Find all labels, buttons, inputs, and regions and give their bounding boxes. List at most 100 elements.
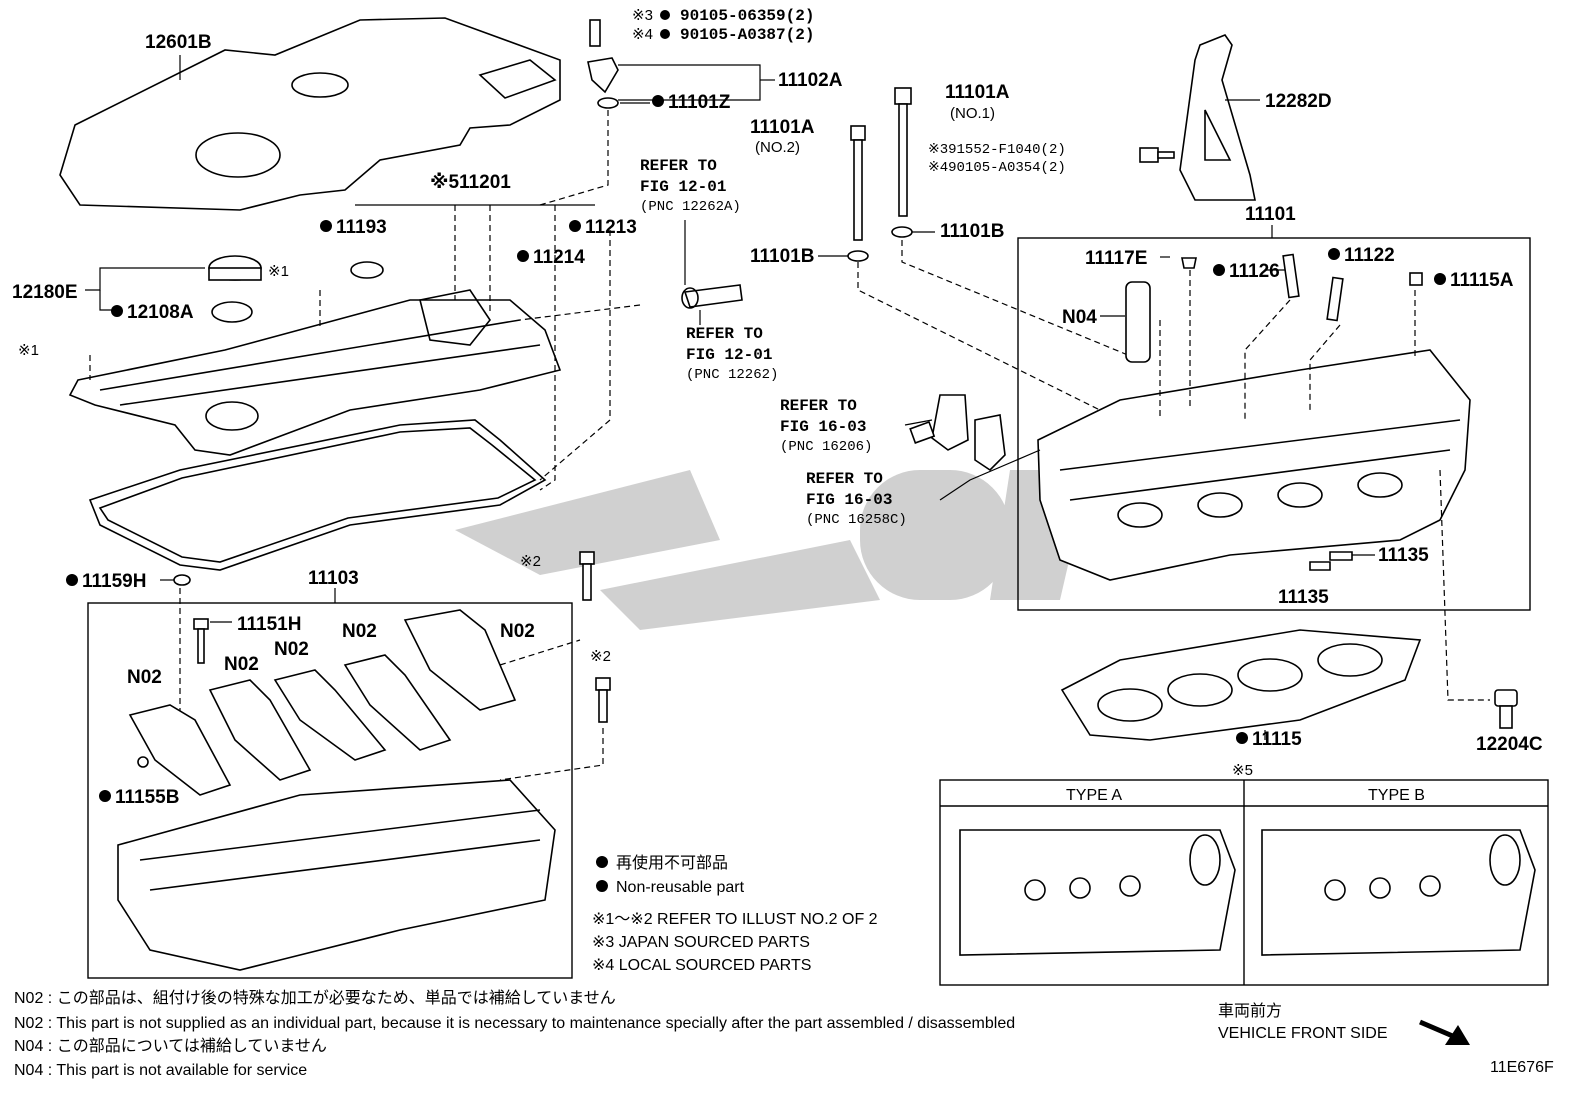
nonreusable-dot [1213,264,1225,276]
camshaft-housing-frame [87,602,573,979]
vehicle-front-en: VEHICLE FRONT SIDE [1218,1025,1388,1042]
legend-ref12: ※1～※2 REFER TO ILLUST NO.2 OF 2 [592,911,878,928]
label-90105-a0387: 90105-A0387(2) [680,26,814,44]
nonreusable-dot [1328,248,1340,260]
nonreusable-dot [111,305,123,317]
label-11101z: 11101Z [668,92,731,113]
label-11213: 11213 [585,217,637,238]
nonreusable-dot [1236,732,1248,744]
footnote-n04-jp: N04 : この部品については補給していません [14,1037,327,1055]
cylinder-head-cover-part [68,289,562,456]
head-cover-type-b [1261,829,1536,956]
nonreusable-dot [320,220,332,232]
label-11214: 11214 [533,247,585,268]
head-gasket-part [1060,629,1422,741]
refer1-line2: FIG 12-01 [640,178,726,196]
label-12282d: 12282D [1265,91,1332,112]
label-11155b: 11155B [115,787,179,808]
label-type-b: TYPE B [1368,787,1425,804]
head-bolt-no2-part [847,125,869,262]
watermark-logo [455,470,1090,630]
refer1-line1: REFER TO [640,157,717,175]
refer2-line1: REFER TO [686,325,763,343]
label-12108a: 12108A [127,302,194,323]
clip-bracket-part [539,19,775,206]
head-cover-gasket-part [88,419,547,571]
refer3-line1: REFER TO [780,397,857,415]
nonreusable-dot [1434,273,1446,285]
refer1-line3: (PNC 12262A) [640,199,741,215]
plug-11155b-part [137,756,149,768]
label-n02-a: N02 [127,667,162,688]
label-91552: ※391552-F1040(2) [928,142,1066,158]
label-note1a: ※1 [268,263,289,280]
label-11101: 11101 [1245,204,1296,225]
nonreusable-dot [652,95,664,107]
oil-filler-cap-part [208,255,384,323]
label-note5: ※5 [1232,762,1253,779]
label-11115: 11115 [1252,729,1302,750]
refer3-line2: FIG 16-03 [780,418,866,436]
label-no2: (NO.2) [755,139,800,156]
label-11135-a: 11135 [1378,545,1429,566]
label-n02-b: N02 [224,654,259,675]
legend-nonreusable-jp: 再使用不可部品 [616,854,728,872]
camshaft-housing-part [117,779,556,971]
label-type-a: TYPE A [1066,787,1122,804]
label-n04: N04 [1062,307,1097,328]
label-n02-c: N02 [274,639,309,660]
hanger-bolt-part [1139,147,1175,163]
refer2-line3: (PNC 12262) [686,367,778,383]
label-12180e: 12180E [12,282,78,303]
refer4-line1: REFER TO [806,470,883,488]
bearing-cap-parts [128,609,517,796]
label-11115a: 11115A [1450,270,1514,291]
label-note2b: ※2 [590,648,611,665]
footnote-n02-jp: N02 : この部品は、組付け後の特殊な加工が必要なため、単品では補給していませ… [14,989,616,1007]
label-90105-06359: 90105-06359(2) [680,7,814,25]
label-n02-e: N02 [500,621,535,642]
pin-11126-part [1282,253,1300,299]
legend-ref3: ※3 JAPAN SOURCED PARTS [592,934,810,951]
head-cover-type-a [959,829,1236,956]
label-11126: 11126 [1229,261,1280,282]
label-11122: 11122 [1344,245,1395,266]
bolt-note2-part [579,551,611,723]
engine-hanger-part [1179,34,1260,201]
legend-dot-jp [596,856,608,868]
label-note3: ※3 [632,7,653,24]
front-direction-arrow-icon [1419,1019,1470,1045]
refer3-line3: (PNC 16206) [780,439,872,455]
nonreusable-dot [517,250,529,262]
legend-ref4: ※4 LOCAL SOURCED PARTS [592,957,811,974]
label-12601b: 12601B [145,32,212,53]
vehicle-front-jp: 車両前方 [1218,1002,1282,1020]
label-11135-b: 11135 [1278,587,1329,608]
label-11201: ※511201 [430,172,511,193]
label-11101a-no2: 11101A [750,117,815,138]
label-11159h: 11159H [82,571,146,592]
head-bolt-no1-part [891,87,913,238]
label-n02-d: N02 [342,621,377,642]
nonreusable-dot [99,790,111,802]
refer4-line2: FIG 16-03 [806,491,892,509]
water-outlet-part [904,394,1041,501]
nonreusable-dot [569,220,581,232]
legend-nonreusable-en: Non-reusable part [616,879,745,896]
engine-cover-part [59,17,561,211]
figure-code: 11E676F [1490,1059,1554,1076]
refer2-line2: FIG 12-01 [686,346,772,364]
cylinder-head-frame [1017,237,1531,611]
label-no1: (NO.1) [950,105,995,122]
label-11193: 11193 [336,217,387,238]
label-12204c: 12204C [1476,734,1543,755]
cylinder-head-part [1037,349,1471,581]
label-11103: 11103 [308,568,359,589]
pin-11115a-part [1409,272,1423,286]
label-11102a: 11102A [778,70,843,91]
stud-12204c-part [1494,689,1518,729]
footnote-n04-en: N04 : This part is not available for ser… [14,1062,307,1079]
hose-clamp-part [681,220,743,325]
nonreusable-dot [66,574,78,586]
